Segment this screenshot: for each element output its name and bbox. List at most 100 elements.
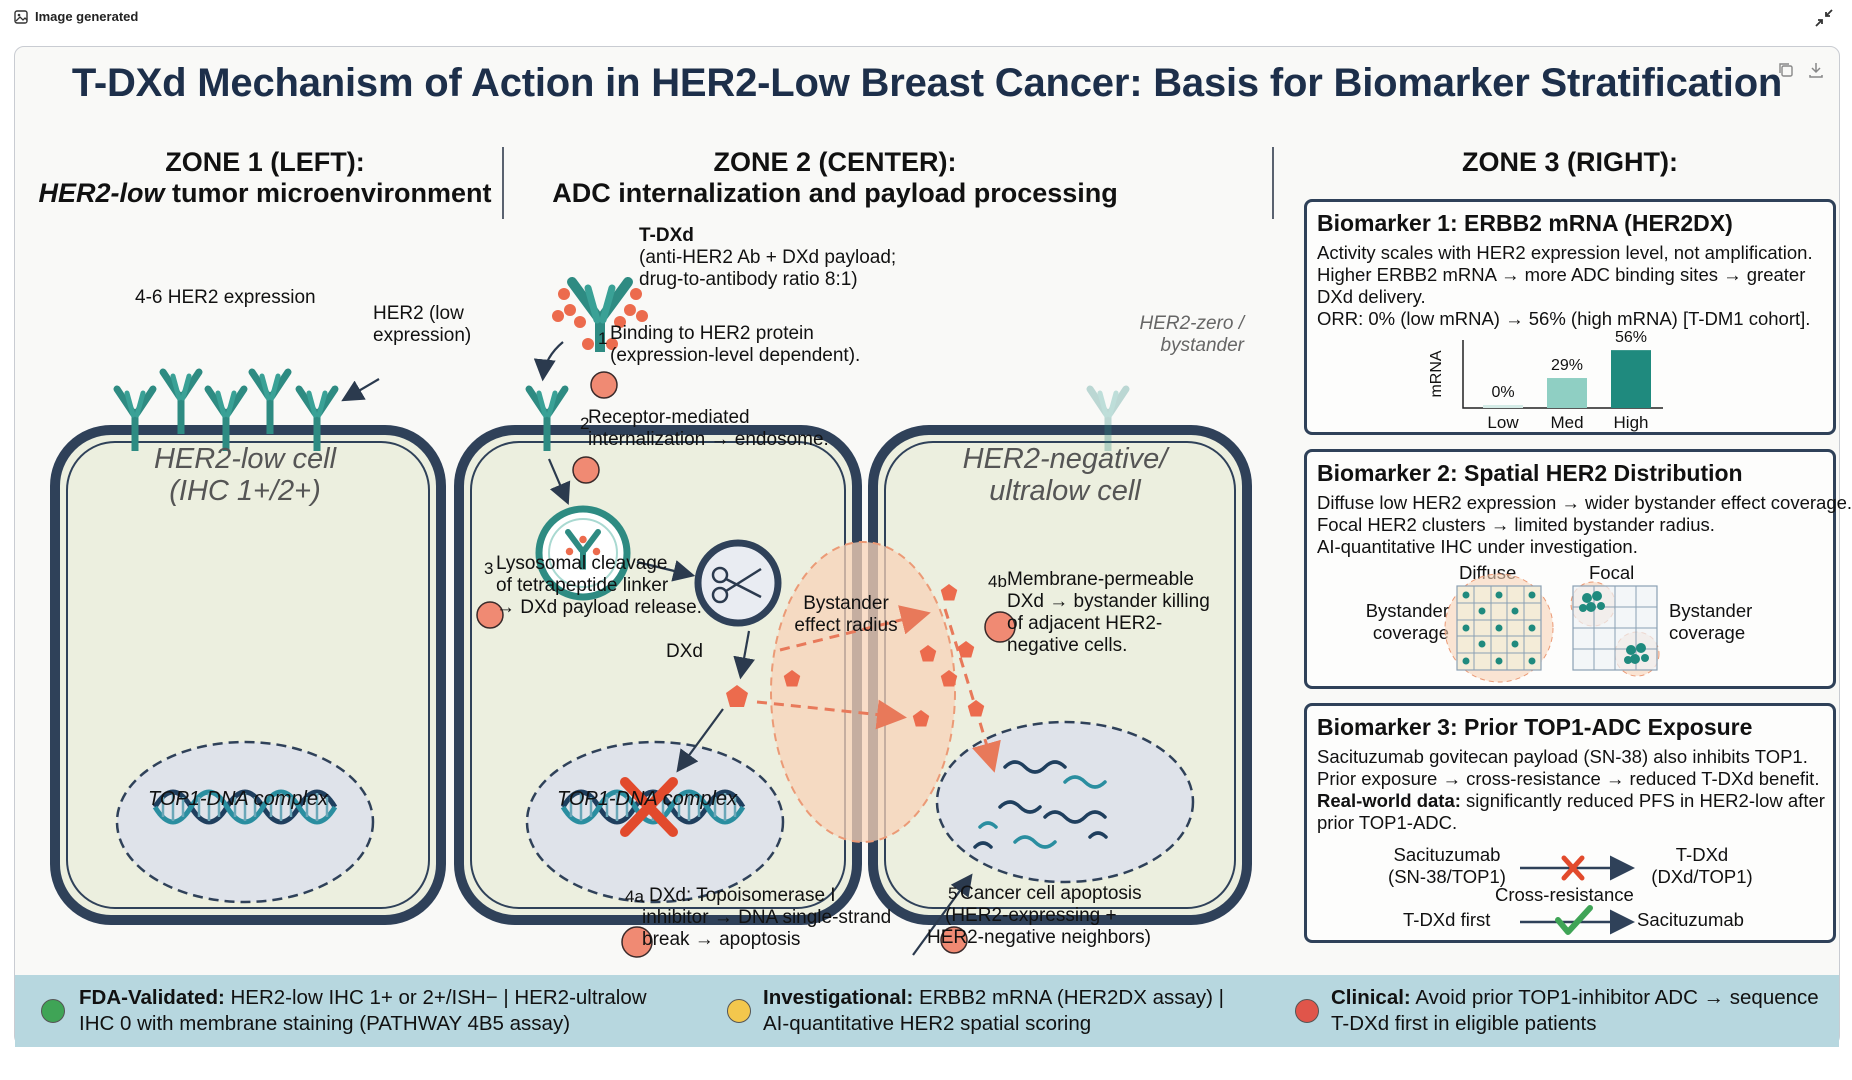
biomarker2-line3: AI-quantitative IHC under investigation. <box>1317 536 1638 557</box>
biomarker2-line2: Focal HER2 clusters → limited bystander … <box>1317 514 1715 535</box>
footer-item3-line2: T-DXd first in eligible patients <box>1331 1012 1597 1035</box>
dxd-payloads <box>726 584 985 727</box>
step4b-line4: negative cells. <box>1007 635 1128 656</box>
footer-item3-line1: Clinical: Avoid prior TOP1-inhibitor ADC… <box>1331 985 1819 1011</box>
cell3-label-line1: HER2-negative/ <box>962 443 1168 475</box>
footer-item1-line1: FDA-Validated: HER2-low IHC 1+ or 2+/ISH… <box>79 985 647 1011</box>
endosome <box>535 505 631 601</box>
footer-item2-bold: Investigational: <box>763 986 914 1009</box>
step4a-line1: DXd: Topoisomerase I <box>649 885 836 906</box>
mechanism-diagram <box>50 277 1252 958</box>
zone2-line1: ZONE 2 (CENTER): <box>713 147 957 177</box>
footer-item2-line2: AI-quantitative HER2 spatial scoring <box>763 1012 1092 1035</box>
step5-badge: 5 <box>948 884 958 903</box>
step3-line3: → DXd payload release. <box>496 597 702 618</box>
zone-divider-2 <box>1272 147 1274 219</box>
bystander-arrow-2 <box>756 699 907 730</box>
nucleus-label-2: TOP1-DNA complex <box>557 788 738 810</box>
footer-legend: FDA-Validated: HER2-low IHC 1+ or 2+/ISH… <box>15 975 1839 1047</box>
biomarker1-line1: Activity scales with HER2 expression lev… <box>1317 242 1813 263</box>
diagram-title: T-DXd Mechanism of Action in HER2-Low Br… <box>71 61 1783 105</box>
chart-category-label: High <box>1614 413 1649 432</box>
sequence-second: Sacituzumab <box>1637 909 1744 930</box>
lysosome-scissors-icon <box>694 539 782 627</box>
tdxd-antibody-icon <box>552 277 648 352</box>
image-frame: T-DXd Mechanism of Action in HER2-Low Br… <box>14 46 1852 1047</box>
footer-item2-rest: ERBB2 mRNA (HER2DX assay) | <box>913 986 1224 1009</box>
cell3-label-line2: ultralow cell <box>989 475 1141 507</box>
bystander-right-1: Bystander <box>1669 600 1753 621</box>
spatial-grids <box>1444 573 1660 683</box>
chart-value-label: 56% <box>1615 329 1647 346</box>
nucleus-cell3 <box>935 720 1195 884</box>
arrow-her2-low-label <box>341 378 380 402</box>
chart-value-label: 29% <box>1551 357 1583 374</box>
collapse-icon[interactable] <box>1812 6 1836 30</box>
her2-zero-line1: HER2-zero / <box>1139 313 1244 334</box>
arrow-tdxd-to-receptor <box>533 341 564 382</box>
bystander-left-1: Bystander <box>1365 600 1449 621</box>
cell1-label-line1: HER2-low cell <box>153 443 337 475</box>
green-check-icon <box>1555 905 1593 935</box>
chart-axis <box>1462 340 1663 409</box>
sequence-first: T-DXd first <box>1403 909 1491 930</box>
step3-line1: Lysosomal cleavage <box>496 553 668 574</box>
cell1-label: HER2-low cell (IHC 1+/2+) <box>95 443 395 507</box>
zone3-header: ZONE 3 (RIGHT): <box>1295 147 1845 178</box>
arrow-apoptosis <box>912 873 973 956</box>
arrow-internalization <box>547 458 571 506</box>
step4a-line3: break → apoptosis <box>642 929 801 950</box>
tdxd-name: T-DXd <box>639 225 694 246</box>
download-icon[interactable] <box>1805 59 1827 81</box>
chart-bar-low <box>1483 405 1523 408</box>
resistance-arrows <box>1520 855 1635 935</box>
image-generated-text: Image generated <box>35 9 139 24</box>
her2-low-label-1: HER2 (low <box>373 303 464 324</box>
biomarker3-line3: Real-world data: significantly reduced P… <box>1317 790 1825 812</box>
red-dot-icon <box>1295 999 1319 1023</box>
image-icon <box>14 9 28 24</box>
cell1-label-line2: (IHC 1+/2+) <box>169 475 321 507</box>
bystander-line1: Bystander <box>803 593 889 614</box>
dna-break-x <box>620 777 678 837</box>
step5-line1: Cancer cell apoptosis <box>960 883 1142 904</box>
step4b-line1: Membrane-permeable <box>1007 569 1194 590</box>
zone2-line2: ADC internalization and payload processi… <box>552 178 1118 208</box>
biomarker3-panel: Biomarker 3: Prior TOP1-ADC Exposure Sac… <box>1304 703 1836 943</box>
biomarker3-line1: Sacituzumab govitecan payload (SN-38) al… <box>1317 746 1808 767</box>
biomarker1-line4: ORR: 0% (low mRNA) → 56% (high mRNA) [T-… <box>1317 308 1811 329</box>
chart-value-label: 0% <box>1491 384 1514 401</box>
biomarker1-line2: Higher ERBB2 mRNA → more ADC binding sit… <box>1317 264 1806 285</box>
chart-category-label: Low <box>1487 413 1519 432</box>
yellow-dot-icon <box>727 999 751 1023</box>
zone1-line2: HER2-low tumor microenvironment <box>35 178 495 209</box>
cell3-label: HER2-negative/ ultralow cell <box>915 443 1215 507</box>
focal-grid <box>1570 581 1660 677</box>
step5-line3: HER2-negative neighbors) <box>927 927 1151 948</box>
bystander-halo <box>770 541 956 843</box>
step1-badge: 1 <box>598 329 608 348</box>
biomarker1-heading: Biomarker 1: ERBB2 mRNA (HER2DX) <box>1317 210 1733 236</box>
top-bar: Image generated <box>0 0 1848 34</box>
chart-category-label: Med <box>1550 413 1583 432</box>
step3-line2: of tetrapeptide linker <box>496 575 669 596</box>
step4b-line2: DXd → bystander killing <box>1007 591 1210 612</box>
biomarker3-heading: Biomarker 3: Prior TOP1-ADC Exposure <box>1317 714 1753 740</box>
her2-low-label-2: expression) <box>373 325 472 346</box>
step2-line2: internalization → endosome. <box>588 429 829 450</box>
copy-icon[interactable] <box>1775 59 1797 81</box>
image-generated-label: Image generated <box>14 9 138 24</box>
tdxd-desc-1: (anti-HER2 Ab + DXd payload; <box>639 247 897 268</box>
bystander-right-2: coverage <box>1669 622 1746 643</box>
step4a-badge: 4a <box>625 887 644 906</box>
bystander-line2: effect radius <box>794 615 898 636</box>
step5-line2: (HER2-expressing + <box>945 905 1117 926</box>
arrow-dxd-to-dna <box>676 708 724 773</box>
step3-badge: 3 <box>484 559 494 578</box>
nucleus-label-1: TOP1-DNA complex <box>148 788 329 810</box>
zone-divider-1 <box>502 147 504 219</box>
biomarker3-line3-rest: significantly reduced PFS in HER2-low af… <box>1460 790 1825 811</box>
footer-item3-bold: Clinical: <box>1331 986 1411 1009</box>
arrow-endosome-to-lysosome <box>636 560 696 582</box>
